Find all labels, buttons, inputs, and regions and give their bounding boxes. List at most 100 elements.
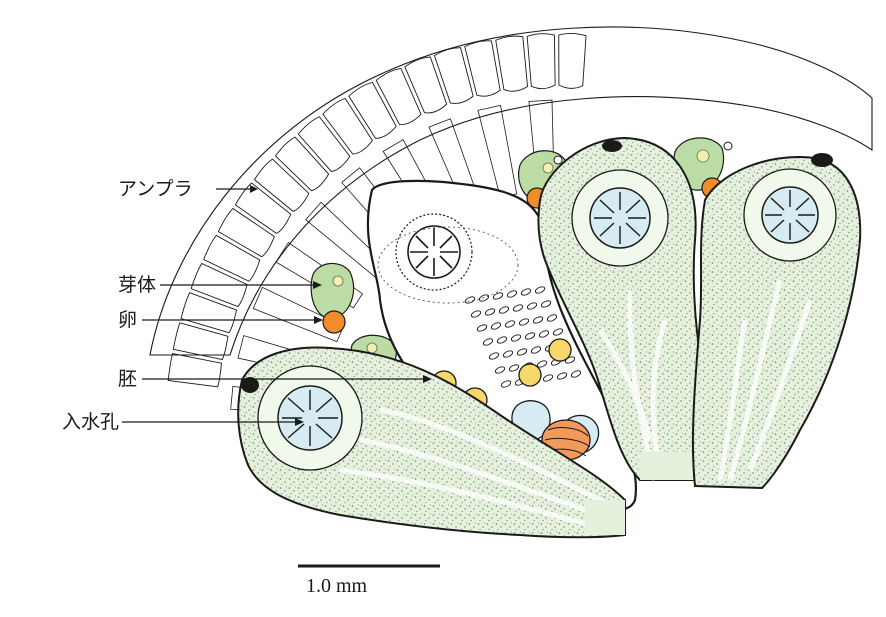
ampulla-lobe xyxy=(297,116,351,173)
ampulla-lobe xyxy=(253,158,310,212)
ampulla-lobe xyxy=(322,97,373,155)
embryo xyxy=(518,363,542,387)
zooid-pigment-spot xyxy=(811,153,833,167)
arrow-head xyxy=(313,281,322,289)
siphon-tentacles xyxy=(594,192,646,244)
siphon-aperture xyxy=(589,187,651,249)
stigma xyxy=(490,322,502,330)
bud-bubble xyxy=(542,162,554,174)
stigma xyxy=(570,370,582,378)
siphon-tentacles xyxy=(765,190,815,240)
ampulla-lobe xyxy=(190,262,248,308)
stigma xyxy=(520,288,532,296)
stigma xyxy=(534,286,546,294)
stigma xyxy=(470,310,482,318)
ampulla-lobe xyxy=(234,182,292,234)
zooid-lower-left xyxy=(237,346,626,539)
label-egg: 卵 xyxy=(118,309,323,331)
arrow-head xyxy=(423,375,432,383)
stigma xyxy=(556,372,568,380)
zooid-right xyxy=(691,153,862,490)
ampulla-lobe xyxy=(528,99,555,192)
zooid-pigment-spot xyxy=(241,377,259,393)
stigma xyxy=(494,366,506,374)
zooid-right-center xyxy=(537,136,714,481)
zooid-pigment-spot xyxy=(602,140,622,152)
bud-bubble xyxy=(332,275,344,287)
ampulla-lobe xyxy=(428,118,481,211)
ampulla-lobe xyxy=(275,241,364,309)
central-tentacles xyxy=(410,228,458,276)
stigma xyxy=(498,306,510,314)
stigma xyxy=(518,318,530,326)
stigma xyxy=(492,292,504,300)
stigma xyxy=(530,346,542,354)
ampulla-lobe xyxy=(341,167,415,251)
ampulla-lobe xyxy=(217,207,275,258)
ampulla-lobe xyxy=(172,322,229,361)
stigma xyxy=(524,332,536,340)
stigma xyxy=(540,300,552,308)
stigma xyxy=(564,356,576,364)
stigma xyxy=(546,314,558,322)
stigma xyxy=(482,338,494,346)
ampulla-lobe xyxy=(180,292,238,334)
stigma xyxy=(488,352,500,360)
ampulla-lobe xyxy=(305,201,387,278)
ampulla-lobe xyxy=(230,385,323,416)
embryo xyxy=(548,338,572,362)
arrow-head xyxy=(314,316,323,324)
ampulla-lobe xyxy=(274,136,330,192)
ampulla-lobe xyxy=(382,139,447,228)
bud xyxy=(310,262,355,319)
ampulla-fan xyxy=(149,26,873,416)
stigma xyxy=(538,330,550,338)
ampulla-lobe xyxy=(464,40,501,97)
ampulla-lobe xyxy=(477,104,518,199)
siphon-aperture xyxy=(761,186,819,244)
ampulla-lobe xyxy=(375,67,422,126)
bud-bubble xyxy=(696,149,710,163)
branchial-region xyxy=(377,226,519,304)
stigma xyxy=(504,320,516,328)
zooid-tip xyxy=(640,452,705,480)
bud-bubble xyxy=(366,342,378,354)
scale-bar-label: 1.0 mm xyxy=(306,575,368,597)
egg xyxy=(322,310,346,334)
stigma xyxy=(478,294,490,302)
ampulla-lobe xyxy=(526,33,556,90)
arrow-head xyxy=(250,185,258,193)
central-oral-siphon-inner xyxy=(407,225,461,279)
label-inhalant-siphon-text: 入水孔 xyxy=(62,411,119,433)
stigma xyxy=(484,308,496,316)
stigma xyxy=(502,350,514,358)
stigma xyxy=(526,302,538,310)
stigma xyxy=(506,290,518,298)
label-ampulla: アンプラ xyxy=(118,178,258,200)
ampulla-lobe xyxy=(203,234,261,282)
stigma xyxy=(500,380,512,388)
stigma xyxy=(476,324,488,332)
ampulla-lobe xyxy=(433,47,474,104)
stigma xyxy=(508,364,520,372)
ampulla-lobe xyxy=(404,56,448,114)
stigma xyxy=(496,336,508,344)
ampulla-lobe xyxy=(237,335,331,379)
stigma xyxy=(542,374,554,382)
arrow-head xyxy=(295,418,304,426)
small-vesicle xyxy=(723,141,733,151)
ampulla-lobe xyxy=(348,81,397,139)
stigma xyxy=(512,304,524,312)
ampulla-lobe xyxy=(558,32,587,89)
label-bud: 芽体 xyxy=(118,274,322,296)
ampulla-lobe xyxy=(167,353,223,388)
stigma xyxy=(532,316,544,324)
label-embryo: 胚 xyxy=(118,368,432,390)
label-egg-text: 卵 xyxy=(118,309,137,331)
small-vesicle xyxy=(553,155,563,165)
ampulla-lobe xyxy=(252,286,345,343)
siphon-tentacles xyxy=(282,390,338,446)
ampulla-lobe xyxy=(495,35,529,92)
label-inhalant-siphon: 入水孔 xyxy=(62,411,304,433)
